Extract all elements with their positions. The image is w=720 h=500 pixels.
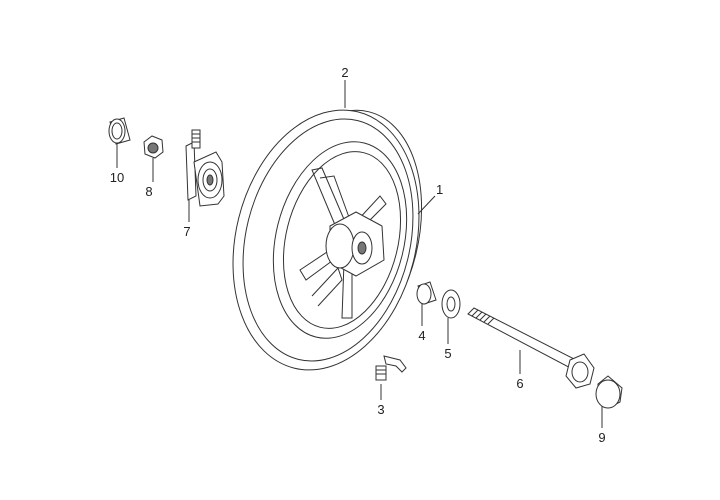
nut-part	[143, 135, 164, 159]
callout-2: 2	[341, 65, 348, 80]
callout-6: 6	[516, 376, 523, 391]
callout-8: 8	[145, 184, 152, 199]
speedometer-gear-box-part	[185, 129, 225, 207]
callout-10: 10	[110, 170, 124, 185]
cap-part	[595, 375, 623, 409]
callout-9: 9	[598, 430, 605, 445]
callout-3: 3	[377, 402, 384, 417]
callout-1: 1	[436, 182, 443, 197]
bearing-part	[108, 117, 131, 145]
leader-lines	[116, 80, 603, 428]
axle-bolt-part	[467, 307, 595, 389]
callout-4: 4	[418, 328, 425, 343]
callout-5: 5	[444, 346, 451, 361]
collar-part	[416, 281, 437, 305]
callout-7: 7	[183, 224, 190, 239]
front-wheel-rim	[299, 167, 387, 319]
washer-part	[441, 289, 461, 319]
valve-stem-part	[375, 355, 407, 381]
callout-labels: 1 2 3 4 5 6 7 8 9 10	[110, 65, 606, 445]
